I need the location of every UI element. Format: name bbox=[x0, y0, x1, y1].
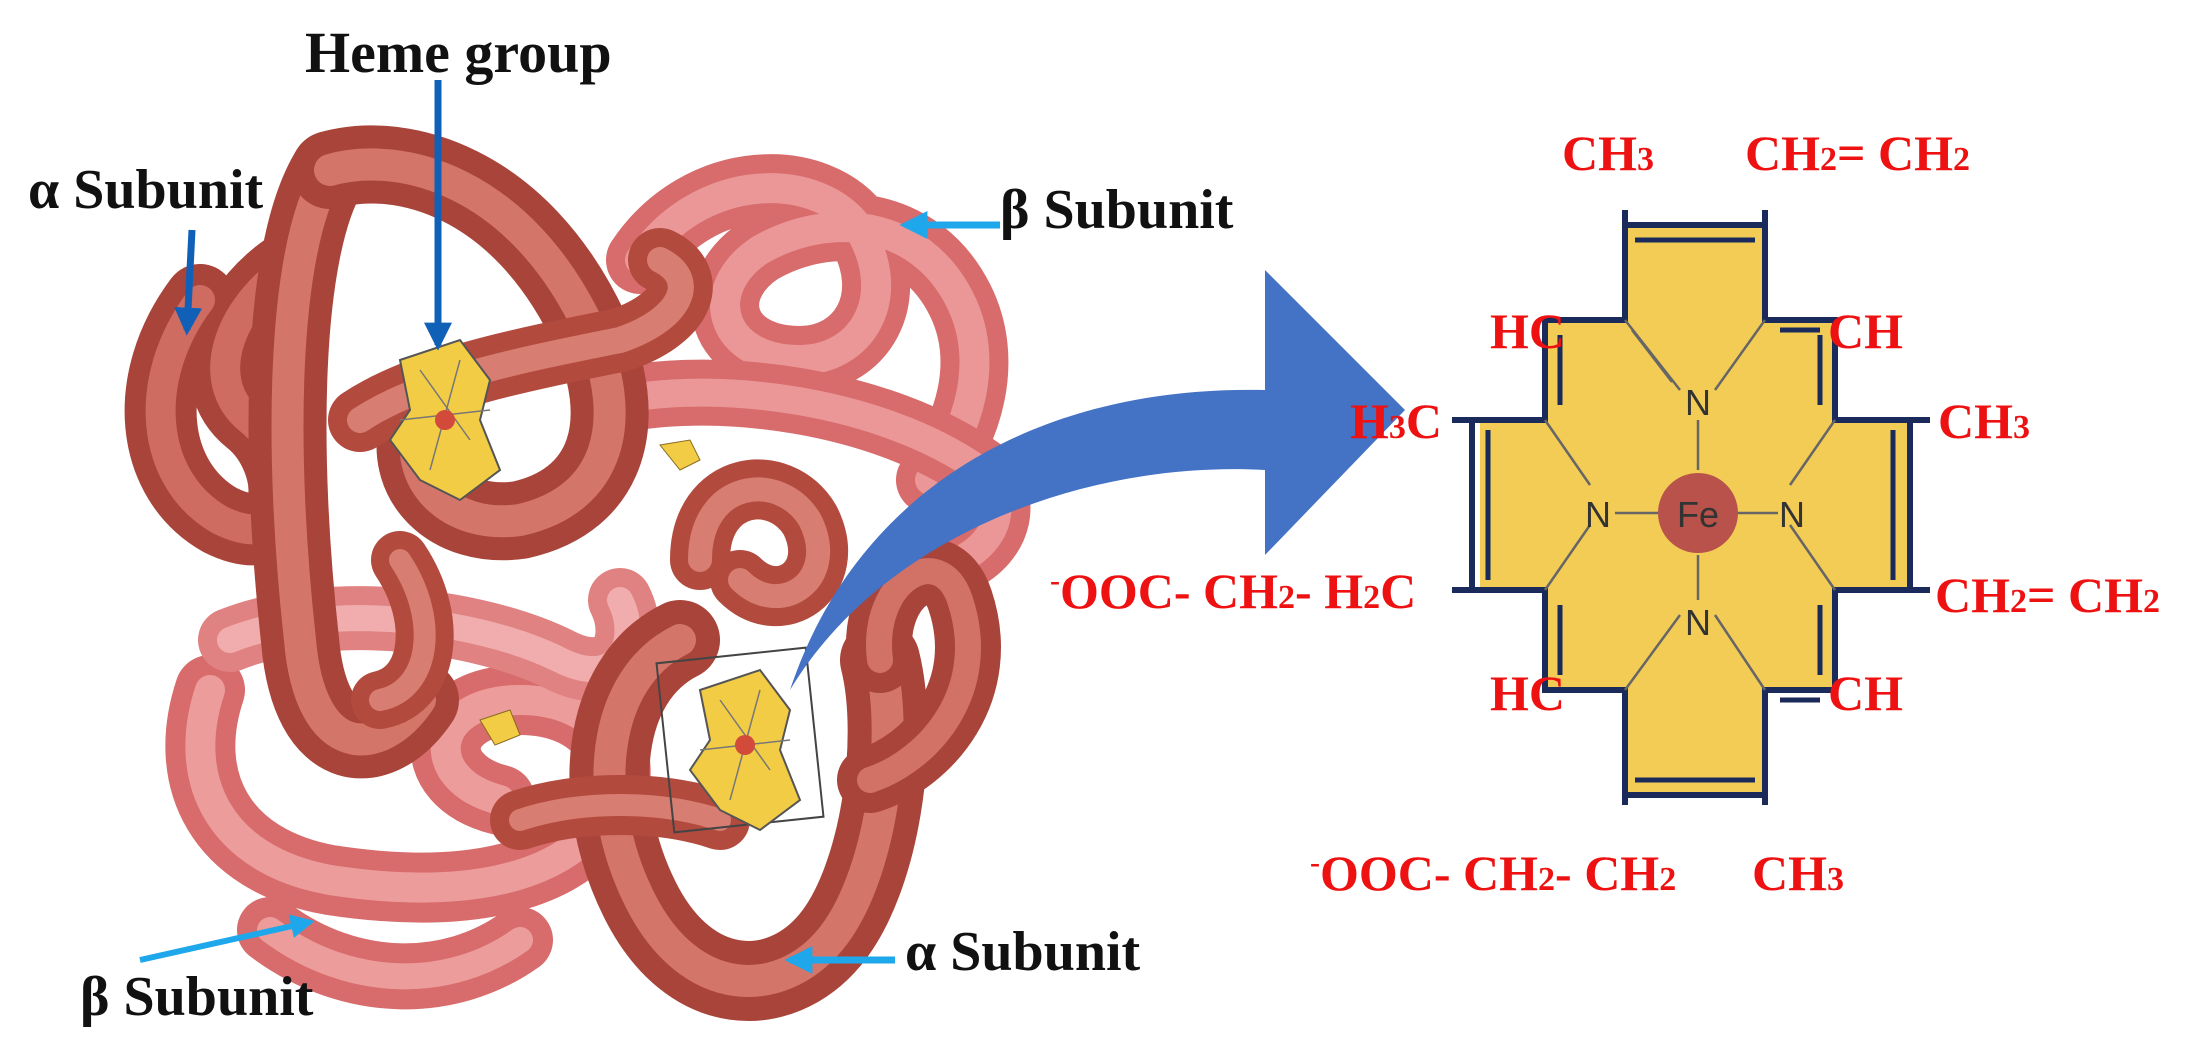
nitrogen-right: N bbox=[1779, 494, 1805, 535]
alpha-subunit-top-label: α Subunit bbox=[28, 159, 264, 221]
top-right-vinyl: CH2= CH2 bbox=[1745, 125, 1970, 181]
alpha-subunit-bottom-chain bbox=[490, 459, 1001, 1021]
double-bonds bbox=[1485, 237, 1896, 783]
beta-subunit-top-chain bbox=[587, 154, 1031, 593]
left-methyl: H3C bbox=[1350, 393, 1442, 449]
lower-left-hc: HC bbox=[1490, 665, 1565, 721]
nitrogen-left: N bbox=[1585, 494, 1611, 535]
bottom-methyl: CH3 bbox=[1752, 845, 1844, 901]
inner-bonds bbox=[1543, 319, 1837, 691]
substituent-labels: CH3 CH2= CH2 HC CH H3C CH3 -OOC- CH2- H2… bbox=[1050, 125, 2160, 901]
nitrogen-top: N bbox=[1685, 382, 1711, 423]
heme-group-bottom bbox=[655, 646, 825, 834]
alpha-top-pointer bbox=[174, 229, 203, 336]
beta-subunit-top-label: β Subunit bbox=[1000, 179, 1234, 241]
heme-group-hidden-2 bbox=[479, 709, 521, 746]
beta-bottom-pointer bbox=[139, 914, 315, 963]
zoom-arrow bbox=[790, 270, 1405, 690]
right-vinyl: CH2= CH2 bbox=[1935, 567, 2160, 623]
upper-right-ch: CH bbox=[1828, 303, 1903, 359]
alpha-subunit-top-chain bbox=[124, 125, 713, 779]
alpha-subunit-bottom-label: α Subunit bbox=[905, 921, 1141, 983]
heme-group-top bbox=[388, 338, 502, 502]
beta-subunit-bottom-label: β Subunit bbox=[80, 966, 314, 1028]
bond-outline bbox=[1452, 210, 1930, 805]
lower-right-ch: CH bbox=[1828, 665, 1903, 721]
left-propionate-chain: -OOC- CH2- H2C bbox=[1050, 563, 1416, 619]
top-left-methyl: CH3 bbox=[1562, 125, 1654, 181]
nitrogen-bottom: N bbox=[1685, 602, 1711, 643]
upper-left-hc: HC bbox=[1490, 303, 1565, 359]
right-methyl: CH3 bbox=[1938, 393, 2030, 449]
heme-structure: Fe N N N N bbox=[1452, 210, 1930, 805]
hemoglobin-protein-illustration bbox=[124, 125, 1031, 1021]
bottom-propionate-chain: -OOC- CH2- CH2 bbox=[1310, 845, 1676, 901]
iron-atom bbox=[1658, 473, 1738, 553]
heme-group-label: Heme group bbox=[305, 20, 612, 85]
iron-label: Fe bbox=[1677, 494, 1719, 535]
heme-group-hidden-1 bbox=[659, 439, 701, 471]
